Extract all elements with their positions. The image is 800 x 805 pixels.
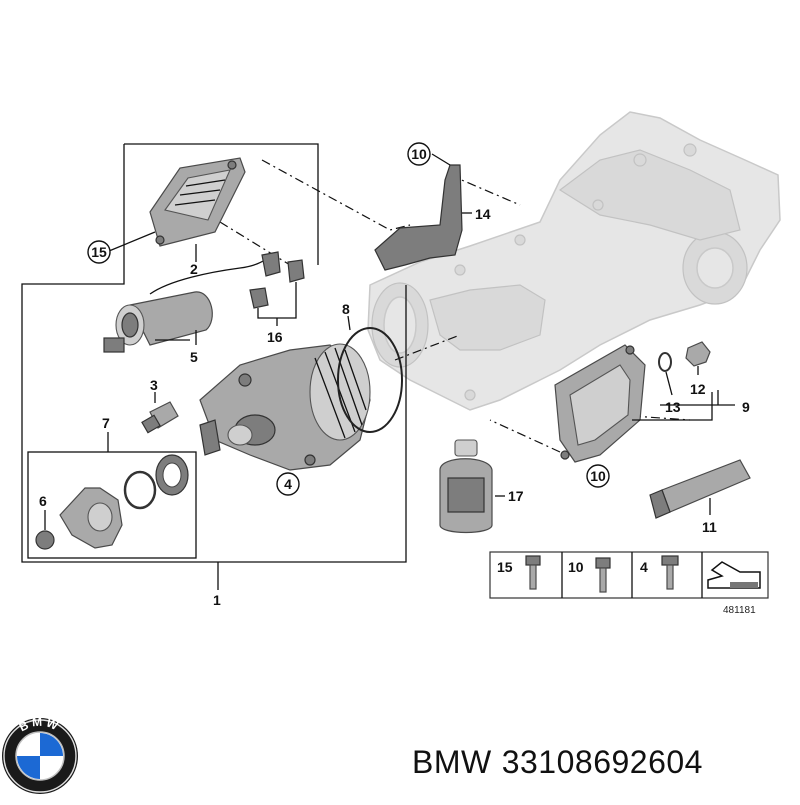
- differential-housing-ghost: [367, 111, 781, 411]
- label-8: 8: [342, 301, 350, 317]
- bolt-icon-10: [595, 557, 611, 593]
- seal-flange-group: [35, 454, 189, 550]
- svg-text:10: 10: [590, 468, 606, 484]
- label-16: 16: [267, 329, 283, 345]
- svg-text:4: 4: [284, 476, 292, 492]
- bolt-icon-4: [661, 555, 679, 590]
- legend-number-4: 4: [640, 559, 648, 575]
- label-17: 17: [508, 488, 524, 504]
- oil-bottle: [439, 439, 505, 534]
- label-5: 5: [190, 349, 198, 365]
- svg-text:BMW: BMW: [17, 715, 63, 735]
- sensor-clips: [249, 259, 305, 326]
- label-12: 12: [690, 381, 706, 397]
- legend-number-10: 10: [568, 559, 584, 575]
- label-14: 14: [475, 206, 491, 222]
- callout-10-top: 10: [407, 142, 431, 166]
- label-3: 3: [150, 377, 158, 393]
- label-13: 13: [665, 399, 681, 415]
- part-number: 33108692604: [501, 744, 703, 780]
- callout-10-bottom: 10: [586, 464, 610, 488]
- bracket-item-14: [374, 153, 472, 271]
- sealant-tube: [649, 459, 751, 519]
- o-ring: [337, 315, 403, 433]
- callout-4: 4: [276, 472, 300, 496]
- diagram-number: 481181: [723, 605, 756, 616]
- callout-15: 15: [87, 240, 111, 264]
- assembly-leader-lines: [219, 159, 691, 453]
- legend-number-15: 15: [497, 559, 513, 575]
- wiring-harness: [149, 244, 281, 295]
- plug-and-seal: [632, 341, 735, 421]
- brand-name: BMW: [412, 744, 492, 780]
- svg-text:10: 10: [411, 146, 427, 162]
- label-9: 9: [742, 399, 750, 415]
- arrow-symbol-icon: [707, 561, 761, 589]
- label-11: 11: [702, 519, 717, 535]
- actuator-motor: [103, 291, 213, 353]
- bolt-icon-15: [525, 555, 541, 590]
- clutch-pump-assembly: [199, 343, 371, 471]
- label-1: 1: [213, 592, 221, 608]
- fastener-legend: 15 10 4: [489, 551, 769, 599]
- control-unit: [108, 157, 246, 252]
- assembly-frame: [21, 143, 407, 590]
- label-6: 6: [39, 493, 47, 509]
- label-2: 2: [190, 261, 198, 277]
- bolt-item-3: [141, 392, 179, 434]
- housing-cover: [554, 344, 646, 463]
- label-7: 7: [102, 415, 110, 431]
- bmw-logo: BMW: [2, 715, 78, 794]
- svg-text:15: 15: [91, 244, 107, 260]
